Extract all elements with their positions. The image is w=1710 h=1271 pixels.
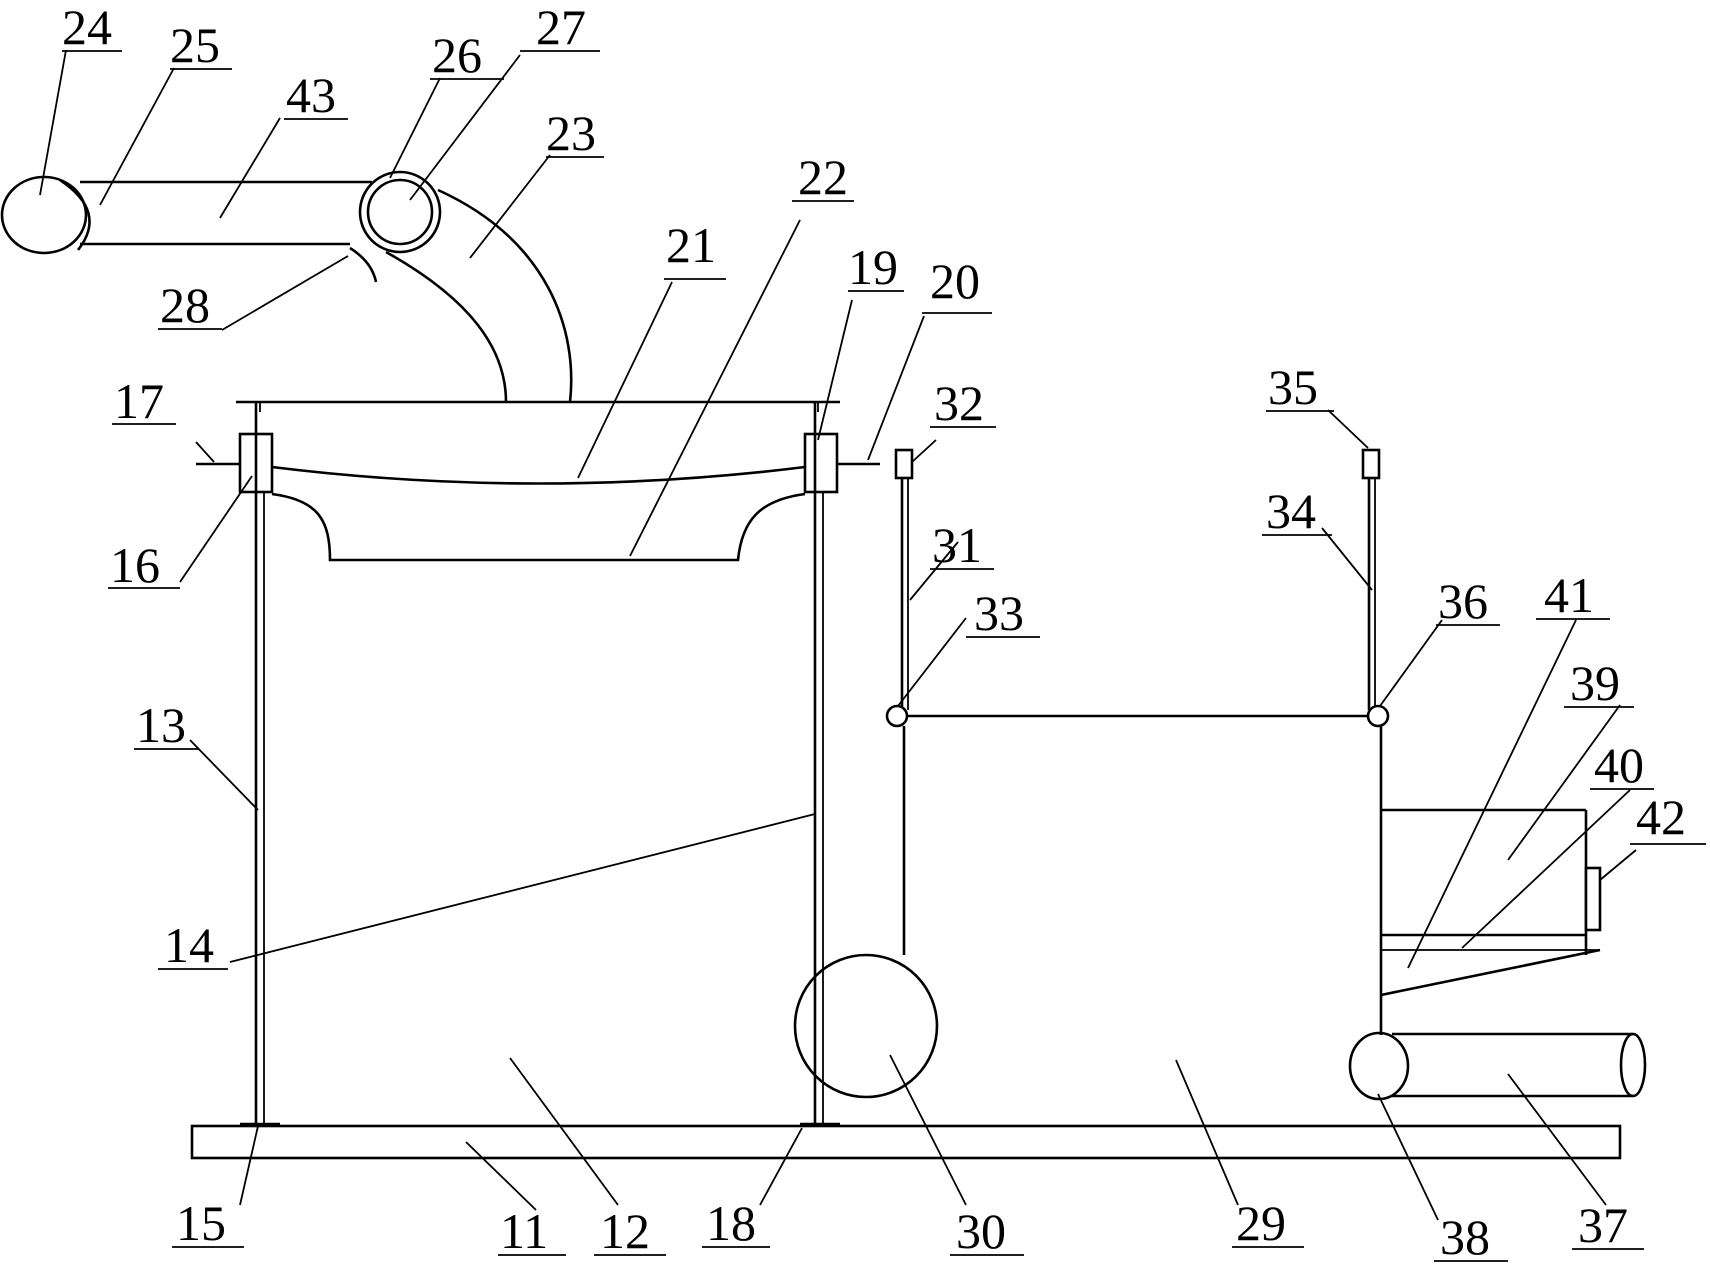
pulley-26 xyxy=(358,170,442,254)
tray-assembly xyxy=(1380,808,1602,997)
leader-32 xyxy=(911,439,937,463)
leader-17 xyxy=(195,441,215,463)
leader-35 xyxy=(1327,409,1369,449)
label-17: 17 xyxy=(114,373,164,429)
label-24: 24 xyxy=(62,0,112,55)
duct-23-inner xyxy=(385,250,508,403)
roller-37-end xyxy=(1619,1032,1647,1098)
label-23: 23 xyxy=(546,105,596,161)
label-20: 20 xyxy=(930,253,980,309)
label-31: 31 xyxy=(932,517,982,573)
leader-40 xyxy=(1461,789,1631,949)
leader-42 xyxy=(1599,849,1637,881)
labels: 24 25 43 26 27 23 28 22 21 19 20 17 16 3… xyxy=(62,0,1706,1265)
leader-22 xyxy=(629,219,801,557)
label-11: 11 xyxy=(500,1203,548,1259)
label-37: 37 xyxy=(1578,1197,1628,1253)
base-plate-11 xyxy=(190,1124,1622,1160)
leader-31 xyxy=(909,541,959,601)
leader-13 xyxy=(189,739,259,811)
wheel-30 xyxy=(793,953,939,1099)
leader-25 xyxy=(99,67,175,206)
label-35: 35 xyxy=(1268,359,1318,415)
label-25: 25 xyxy=(170,17,220,73)
label-34: 34 xyxy=(1266,483,1316,539)
leader-38 xyxy=(1377,1093,1439,1221)
right-frame xyxy=(885,448,1390,1035)
label-21: 21 xyxy=(666,217,716,273)
label-40: 40 xyxy=(1594,737,1644,793)
label-15: 15 xyxy=(176,1195,226,1251)
posts xyxy=(240,402,840,1126)
label-29: 29 xyxy=(1236,1195,1286,1251)
label-42: 42 xyxy=(1636,789,1686,845)
leader-30 xyxy=(889,1054,967,1206)
leader-16 xyxy=(179,475,253,583)
label-43: 43 xyxy=(286,67,336,123)
label-30: 30 xyxy=(956,1203,1006,1259)
leader-43 xyxy=(219,117,281,219)
leader-20 xyxy=(867,315,925,461)
chute-41 xyxy=(1380,948,1601,997)
leader-24 xyxy=(39,49,67,196)
label-14: 14 xyxy=(164,917,214,973)
leader-28 xyxy=(221,255,349,331)
arc-28 xyxy=(349,246,378,283)
label-22: 22 xyxy=(798,149,848,205)
leader-19 xyxy=(817,299,853,441)
label-16: 16 xyxy=(110,537,160,593)
leader-18 xyxy=(759,1127,803,1206)
leader-11 xyxy=(465,1141,537,1211)
leader-36 xyxy=(1379,619,1443,707)
handle-grip-32 xyxy=(894,448,914,480)
leader-21 xyxy=(577,281,673,479)
duct-23-outer xyxy=(437,188,573,403)
leader-26 xyxy=(389,77,441,179)
sag-curve-21 xyxy=(271,465,806,485)
handle-grip-35 xyxy=(1361,448,1381,480)
bottom-roller xyxy=(1348,1031,1647,1101)
label-26: 26 xyxy=(432,27,482,83)
roller-end-25 xyxy=(59,178,91,251)
roller-38 xyxy=(1348,1031,1410,1101)
label-19: 19 xyxy=(848,239,898,295)
top-roller-assembly xyxy=(0,170,573,403)
label-39: 39 xyxy=(1570,655,1620,711)
leader-33 xyxy=(897,617,967,707)
upper-frame xyxy=(196,400,880,562)
leader-15 xyxy=(239,1125,259,1206)
leader-lines xyxy=(39,49,1637,1221)
label-18: 18 xyxy=(706,1195,756,1251)
label-12: 12 xyxy=(600,1203,650,1259)
label-32: 32 xyxy=(934,375,984,431)
leader-34 xyxy=(1321,527,1373,591)
roller-24 xyxy=(0,175,88,255)
leader-23 xyxy=(469,154,551,259)
leader-29 xyxy=(1175,1059,1239,1206)
hopper-22 xyxy=(271,492,806,562)
pivot-36 xyxy=(1366,704,1390,728)
leader-12 xyxy=(509,1057,619,1206)
leader-41 xyxy=(1407,619,1577,969)
leader-37 xyxy=(1507,1073,1607,1206)
latch-42 xyxy=(1584,866,1602,932)
label-28: 28 xyxy=(160,277,210,333)
leader-39 xyxy=(1507,704,1621,861)
label-13: 13 xyxy=(136,697,186,753)
label-41: 41 xyxy=(1544,567,1594,623)
label-27: 27 xyxy=(536,0,586,55)
leader-14 xyxy=(229,813,816,963)
pulley-27 xyxy=(366,178,434,246)
label-38: 38 xyxy=(1440,1209,1490,1265)
clamp-19 xyxy=(803,432,839,494)
label-33: 33 xyxy=(974,585,1024,641)
label-36: 36 xyxy=(1438,573,1488,629)
pivot-33 xyxy=(885,704,909,728)
